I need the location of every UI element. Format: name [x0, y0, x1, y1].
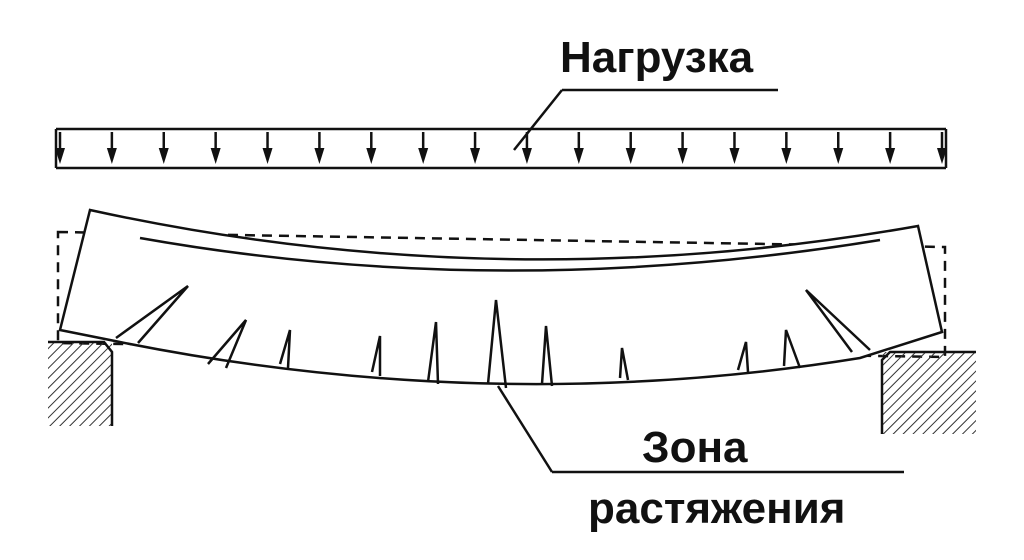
tension-zone-label-line1: Зона — [642, 423, 748, 472]
neutral-axis-curve — [139, 236, 881, 272]
crack — [618, 347, 630, 381]
load-arrow-icon — [262, 132, 273, 164]
crack — [426, 321, 440, 385]
load-arrow-icon — [781, 132, 792, 164]
undeformed-beam-outline — [56, 230, 947, 359]
tension-zone-label-line2: растяжения — [588, 484, 846, 533]
load-arrow-icon — [106, 132, 117, 164]
crack — [804, 289, 871, 353]
load-arrow-icon — [314, 132, 325, 164]
crack — [782, 329, 802, 369]
load-arrow-icon — [937, 132, 947, 164]
load-arrow-icon — [677, 132, 688, 164]
load-arrow-icon — [625, 132, 636, 164]
crack — [736, 341, 750, 373]
load-arrow-icon — [833, 132, 844, 164]
load-arrow-icon — [418, 132, 429, 164]
crack — [540, 325, 554, 387]
load-arrow-icon — [729, 132, 740, 164]
load-arrows — [55, 132, 947, 164]
load-arrow-icon — [470, 132, 481, 164]
load-leader — [513, 88, 778, 151]
load-arrow-icon — [573, 132, 584, 164]
left-support — [48, 340, 114, 426]
distributed-load — [54, 127, 948, 170]
right-support — [880, 350, 976, 434]
load-arrow-icon — [210, 132, 221, 164]
load-label: Нагрузка — [560, 33, 754, 82]
load-arrow-icon — [885, 132, 896, 164]
tension-cracks — [115, 284, 871, 389]
crack — [370, 335, 382, 376]
crack — [486, 299, 508, 389]
crack — [207, 319, 248, 369]
tension-zone-leader — [496, 385, 904, 474]
crack — [278, 329, 292, 369]
load-arrow-icon — [55, 132, 65, 164]
load-arrow-icon — [158, 132, 169, 164]
deformed-beam-outline — [58, 208, 944, 386]
crack — [115, 284, 189, 344]
load-arrow-icon — [366, 132, 377, 164]
